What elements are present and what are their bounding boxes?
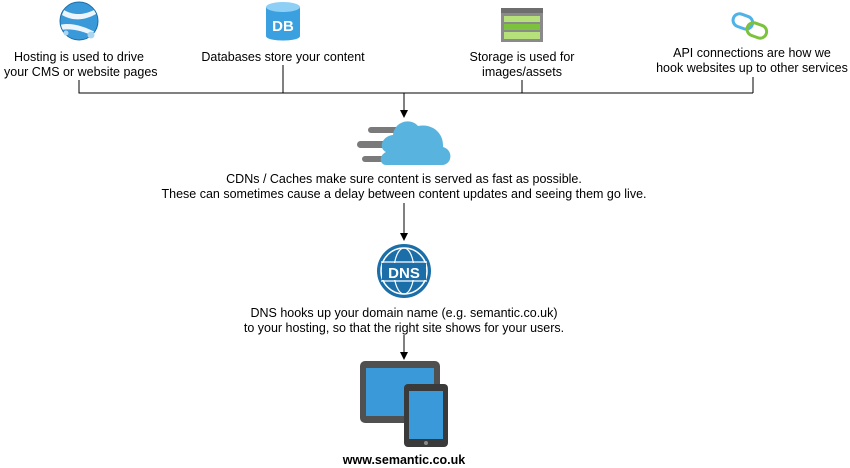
cdn-label-line-2: These can sometimes cause a delay betwee… — [161, 187, 647, 201]
dns-globe-icon: DNS — [377, 244, 431, 298]
cdn-label: CDNs / Caches make sure content is serve… — [130, 172, 678, 202]
hosting-label-line-2: your CMS or website pages — [4, 65, 158, 79]
connectors — [78, 65, 754, 360]
link-icon — [731, 12, 769, 40]
databases-label-line-1: Databases store your content — [201, 50, 365, 64]
dns-label-line-1: DNS hooks up your domain name (e.g. sema… — [250, 306, 558, 320]
storage-label-line-1: Storage is used for — [469, 50, 575, 64]
database-icon: DB — [266, 2, 300, 41]
databases-label: Databases store your content — [193, 50, 373, 65]
api-label-line-1: API connections are how we — [673, 46, 831, 60]
devices-icon — [360, 361, 448, 447]
cdn-label-line-1: CDNs / Caches make sure content is serve… — [226, 172, 582, 186]
site-url-text: www.semantic.co.uk — [342, 453, 466, 467]
api-label: API connections are how we hook websites… — [652, 46, 850, 76]
database-badge: DB — [272, 18, 294, 35]
globe-icon — [59, 1, 99, 41]
storage-label-line-2: images/assets — [482, 65, 562, 79]
dns-badge: DNS — [388, 265, 420, 282]
dns-label: DNS hooks up your domain name (e.g. sema… — [214, 306, 594, 336]
cloud-icon — [357, 121, 451, 165]
api-label-line-2: hook websites up to other services — [656, 61, 848, 75]
site-url-label: www.semantic.co.uk — [304, 453, 504, 468]
hosting-label: Hosting is used to drive your CMS or web… — [4, 50, 158, 80]
dns-label-line-2: to your hosting, so that the right site … — [243, 321, 565, 335]
storage-icon — [501, 8, 543, 42]
connector-hosting — [78, 80, 753, 94]
storage-label: Storage is used for images/assets — [452, 50, 592, 80]
hosting-label-line-1: Hosting is used to drive — [14, 50, 144, 64]
